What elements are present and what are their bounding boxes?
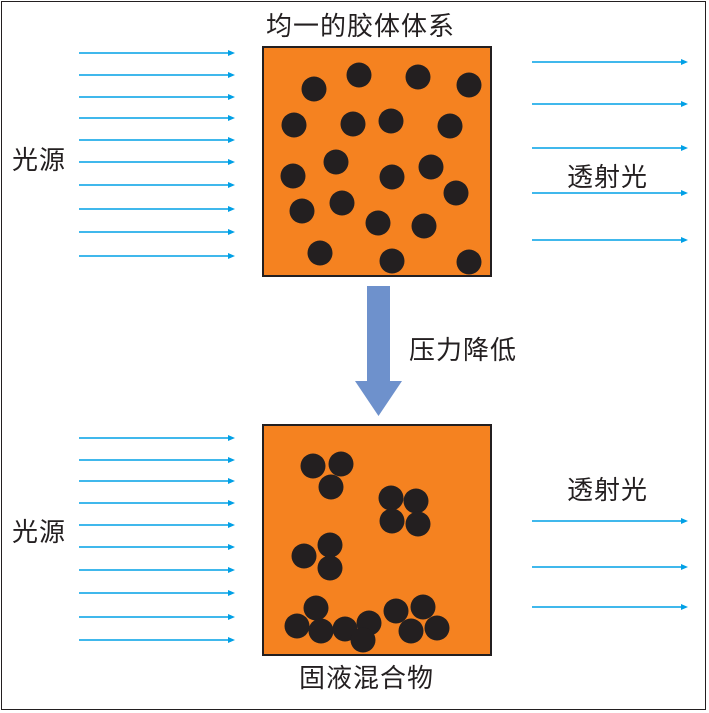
- colloid-particle: [456, 249, 482, 275]
- colloid-particle: [323, 149, 349, 175]
- arrowhead-icon: [228, 115, 235, 121]
- mixture-particle: [398, 618, 424, 644]
- arrowhead-icon: [228, 590, 235, 596]
- transmitted-rays-bottom: [532, 518, 688, 610]
- arrowhead-icon: [228, 500, 235, 506]
- arrowhead-icon: [681, 604, 688, 610]
- arrowhead-icon: [681, 518, 688, 524]
- mixture-particle: [379, 508, 405, 534]
- transmitted-light-label-bottom: 透射光: [567, 476, 649, 506]
- arrowhead-icon: [228, 50, 235, 56]
- arrowhead-icon: [228, 637, 235, 643]
- incident-rays-top: [79, 50, 235, 259]
- incident-rays-bottom: [79, 435, 235, 643]
- arrowhead-icon: [228, 137, 235, 143]
- colloid-particle: [379, 164, 405, 190]
- arrowhead-icon: [228, 94, 235, 100]
- mixture-particle: [332, 616, 358, 642]
- arrowhead-icon: [228, 206, 235, 212]
- process-label: 压力降低: [409, 336, 518, 366]
- mixture-particle: [403, 488, 429, 514]
- colloid-particle: [456, 72, 482, 98]
- mixture-particle: [300, 453, 326, 479]
- mixture-particle: [383, 598, 409, 624]
- colloid-particle: [443, 180, 469, 206]
- mixture-particle: [317, 532, 343, 558]
- arrowhead-icon: [228, 457, 235, 463]
- colloid-particle: [281, 112, 307, 138]
- colloid-particle: [411, 213, 437, 239]
- light-source-label-top: 光源: [12, 146, 67, 176]
- colloid-particle: [289, 198, 315, 224]
- transmitted-light-label-top: 透射光: [567, 163, 649, 193]
- mixture-particle: [318, 474, 344, 500]
- arrowhead-icon: [228, 522, 235, 528]
- arrowhead-icon: [228, 229, 235, 235]
- colloid-particle: [379, 248, 405, 274]
- arrowhead-icon: [228, 478, 235, 484]
- arrowhead-icon: [228, 159, 235, 165]
- colloid-particle: [301, 76, 327, 102]
- mixture-particle: [405, 511, 431, 537]
- mixture-particle: [303, 595, 329, 621]
- arrowhead-icon: [681, 145, 688, 151]
- colloid-particle: [365, 210, 391, 236]
- arrowhead-icon: [228, 435, 235, 441]
- mixture-particle: [350, 627, 376, 653]
- arrowhead-icon: [681, 190, 688, 196]
- mixture-particle: [378, 485, 404, 511]
- colloid-particles: [280, 62, 482, 275]
- colloid-title: 均一的胶体体系: [266, 12, 456, 42]
- colloid-particle: [346, 62, 372, 88]
- arrowhead-icon: [228, 614, 235, 620]
- light-source-label-bottom: 光源: [12, 518, 67, 548]
- colloid-particle: [340, 111, 366, 137]
- arrowhead-icon: [681, 237, 688, 243]
- mixture-particle: [410, 594, 436, 620]
- colloid-particle: [405, 64, 431, 90]
- mixture-particle: [284, 613, 310, 639]
- colloid-box: [262, 46, 492, 277]
- arrowhead-icon: [228, 544, 235, 550]
- arrowhead-icon: [228, 567, 235, 573]
- arrowhead-icon: [228, 182, 235, 188]
- colloid-particle: [378, 108, 404, 134]
- arrowhead-icon: [681, 59, 688, 65]
- colloid-particle: [280, 163, 306, 189]
- mixture-particle: [308, 618, 334, 644]
- arrowhead-icon: [681, 101, 688, 107]
- arrowhead-icon: [228, 253, 235, 259]
- colloid-particle: [418, 154, 444, 180]
- colloid-particle: [307, 240, 333, 266]
- arrowhead-icon: [228, 72, 235, 78]
- mixture-particle: [291, 543, 317, 569]
- arrowhead-icon: [681, 564, 688, 570]
- transmitted-rays-top: [532, 59, 688, 243]
- colloid-particle: [437, 113, 463, 139]
- mixture-particles: [284, 451, 450, 653]
- mixture-particle: [317, 555, 343, 581]
- pressure-drop-arrow-icon: [355, 286, 402, 416]
- mixture-particle: [424, 615, 450, 641]
- mixture-title: 固液混合物: [299, 664, 435, 694]
- colloid-particle: [329, 190, 355, 216]
- mixture-particle: [328, 451, 354, 477]
